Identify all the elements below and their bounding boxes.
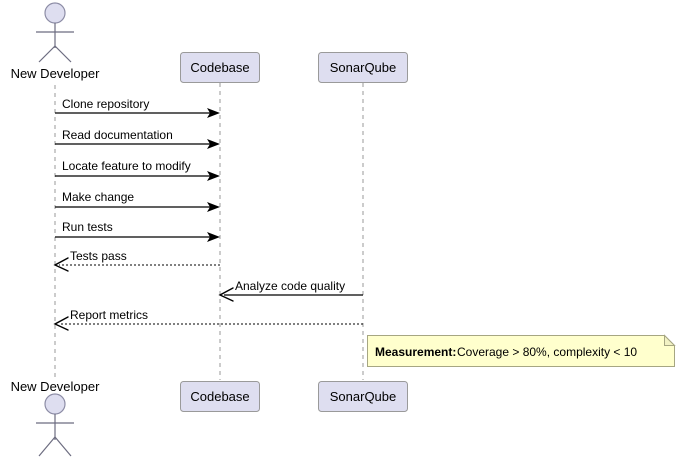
participant-codebase-bottom[interactable]: Codebase <box>180 381 260 412</box>
actor-developer-bottom[interactable]: New Developer <box>11 379 101 457</box>
arrow-head-right-icon <box>207 139 220 149</box>
note-title: Measurement: <box>375 345 456 359</box>
message-make-change[interactable]: Make change <box>55 190 220 212</box>
participant-label-codebase-top: Codebase <box>190 60 249 75</box>
arrow-head-left-icon <box>53 257 69 272</box>
message-label: Clone repository <box>62 97 149 111</box>
actor-head-icon <box>44 393 66 415</box>
arrow-head-left-icon <box>218 287 234 302</box>
message-tests-pass[interactable]: Tests pass <box>53 249 220 272</box>
message-analyze-code-quality[interactable]: Analyze code quality <box>218 279 363 302</box>
arrow-head-right-icon <box>207 202 220 212</box>
arrow-head-left-icon <box>53 316 69 331</box>
participant-box-sonarqube-bottom <box>318 381 408 412</box>
participant-sonarqube-bottom[interactable]: SonarQube <box>318 381 408 412</box>
message-report-metrics[interactable]: Report metrics <box>53 308 363 331</box>
actor-left-leg-line <box>38 436 56 457</box>
lifelines <box>54 83 364 380</box>
message-label: Report metrics <box>70 308 148 322</box>
actor-developer-top[interactable]: New Developer <box>11 2 101 81</box>
participant-label-codebase-bottom: Codebase <box>190 389 249 404</box>
actor-right-leg-line <box>54 436 72 457</box>
message-label: Tests pass <box>70 249 127 263</box>
actor-left-leg-line <box>38 45 56 63</box>
message-label: Analyze code quality <box>235 279 345 293</box>
message-locate-feature-to-modify[interactable]: Locate feature to modify <box>55 159 220 181</box>
message-run-tests[interactable]: Run tests <box>55 220 220 242</box>
participant-label-sonarqube-top: SonarQube <box>330 60 397 75</box>
actor-label-developer-bottom: New Developer <box>11 379 101 394</box>
actor-label-developer-top: New Developer <box>11 66 101 81</box>
message-label: Read documentation <box>62 128 173 142</box>
message-read-documentation[interactable]: Read documentation <box>55 128 220 149</box>
participant-codebase-top[interactable]: Codebase <box>180 52 260 83</box>
arrow-head-right-icon <box>207 171 220 181</box>
participant-box-codebase-bottom <box>180 381 260 412</box>
note-measurement[interactable]: Measurement: Coverage > 80%, complexity … <box>367 334 676 367</box>
message-clone-repository[interactable]: Clone repository <box>55 97 220 118</box>
arrow-head-right-icon <box>207 108 220 118</box>
participant-box-codebase-top <box>180 52 260 83</box>
message-label: Run tests <box>62 220 113 234</box>
participant-label-sonarqube-bottom: SonarQube <box>330 389 397 404</box>
arrow-head-right-icon <box>207 232 220 242</box>
note-body-shape <box>367 335 675 367</box>
message-label: Locate feature to modify <box>62 159 191 173</box>
participant-box-sonarqube-top <box>318 52 408 83</box>
note-folded-corner-icon <box>664 334 676 346</box>
message-label: Make change <box>62 190 134 204</box>
note-text: Coverage > 80%, complexity < 10 <box>457 345 637 359</box>
actor-head-icon <box>44 2 66 24</box>
participant-sonarqube-top[interactable]: SonarQube <box>318 52 408 83</box>
actor-right-leg-line <box>54 45 72 63</box>
